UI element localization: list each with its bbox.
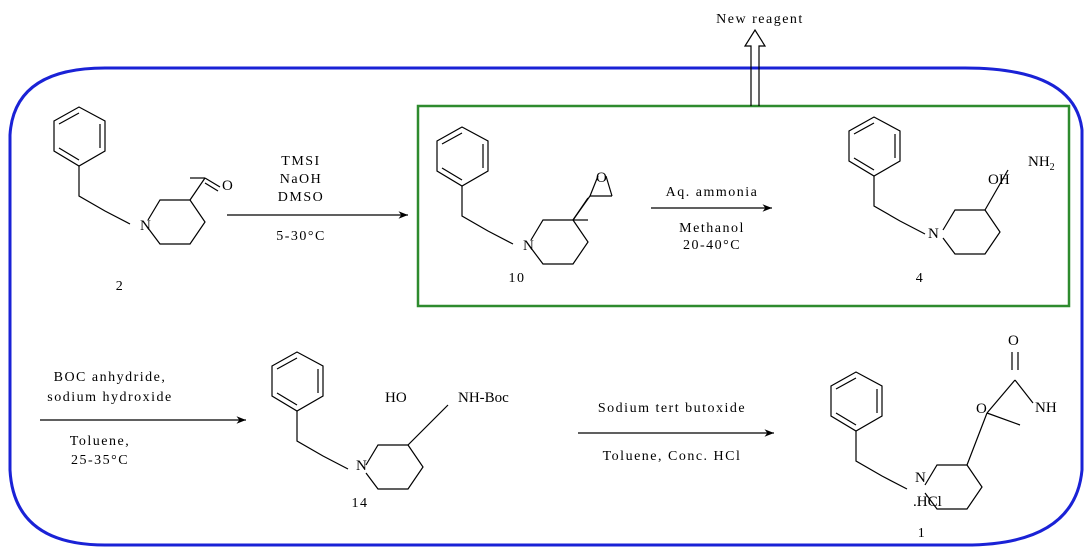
hollow-up-arrow [743,28,767,106]
epoxide-ring [572,175,613,221]
compound-4-n: N [928,226,939,242]
step3-reagent-1: BOC anhydride, [54,370,167,385]
compound-1-ring-o: O [976,401,987,417]
compound-14-nhboc: NH-Boc [458,390,509,406]
step4-reagent: Sodium tert butoxide [598,401,746,416]
step1-reagent-1: TMSI [281,154,320,169]
compound-14-n: N [356,458,367,474]
compound-2-structure [53,106,221,245]
compound-4-nh2: NH2 [1028,154,1055,173]
compound-1-nh: NH [1035,400,1057,416]
step3-condition: 25-35°C [71,453,129,468]
compound-1-salt: .HCl [913,494,942,510]
compound-14-number: 14 [352,496,369,511]
compound-14-structure [271,351,449,490]
step1-reagent-3: DMSO [278,190,324,205]
compound-1-n: N [915,470,926,486]
compound-10-number: 10 [509,271,526,286]
compound-4-oh: OH [988,172,1010,188]
compound-1-number: 1 [918,526,927,541]
compound-1-carbonyl-o: O [1008,333,1019,349]
compound-4-number: 4 [916,271,925,286]
oxazolidinone-ring [966,352,1034,466]
compound-10-o: O [596,170,607,186]
compound-1-structure [830,371,983,510]
compound-10-n: N [523,238,534,254]
compound-2-o: O [222,178,233,194]
compound-14-ho: HO [385,390,407,406]
step3-reagent-2: sodium hydroxide [47,390,173,405]
compound-10-structure [436,126,589,265]
step4-conditions: Toluene, Conc. HCl [603,449,742,464]
compound-2-number: 2 [116,279,125,294]
step2-solvent: Methanol [679,221,745,236]
step2-reagent: Aq. ammonia [666,185,759,200]
step2-condition: 20-40°C [683,238,741,253]
step1-reagent-2: NaOH [280,172,323,187]
outer-process-frame [8,66,1084,547]
new-reagent-label: New reagent [716,12,804,27]
compound-4-structure [848,116,1009,255]
step1-condition: 5-30°C [276,229,326,244]
new-reagent-highlight-box [416,104,1071,308]
compound-2-n: N [140,218,151,234]
step3-solvent: Toluene, [70,434,130,449]
